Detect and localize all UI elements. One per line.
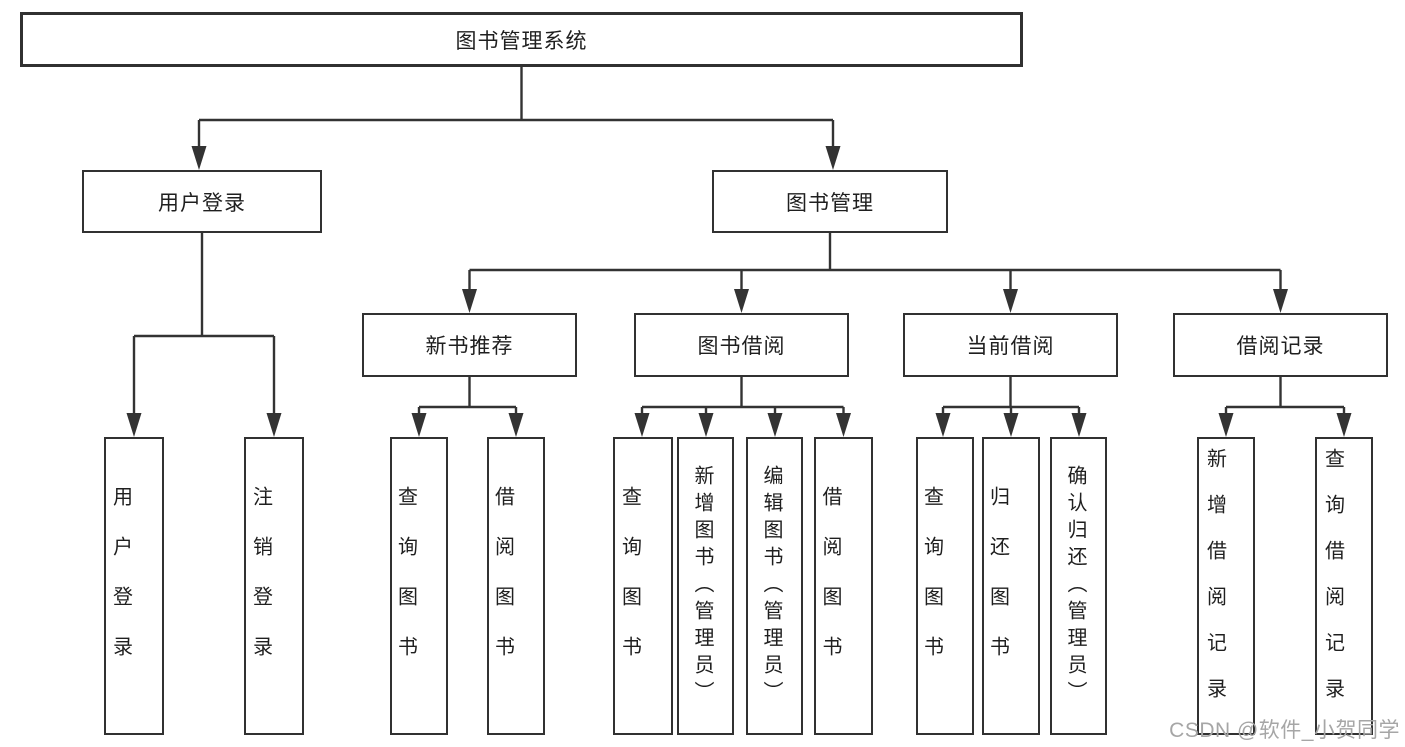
node-current-borrowing: 当前借阅 xyxy=(903,313,1118,377)
arrow-down-icon xyxy=(825,146,841,170)
leaf-add-borrow-record: 新增借阅记录 xyxy=(1197,437,1255,735)
arrow-down-icon xyxy=(462,289,477,313)
arrow-down-icon xyxy=(266,413,282,437)
leaf-logout: 注销登录 xyxy=(244,437,304,735)
arrow-down-icon xyxy=(411,413,427,437)
leaf-add-books-admin: 新增图书（管理员） xyxy=(677,437,734,735)
arrow-down-icon xyxy=(1071,413,1087,437)
arrow-down-icon xyxy=(1003,289,1018,313)
node-book-management: 图书管理 xyxy=(712,170,948,233)
arrow-down-icon xyxy=(1273,289,1288,313)
arrow-down-icon xyxy=(191,146,207,170)
connector-path xyxy=(468,233,1282,295)
leaf-query-books-current: 查询图书 xyxy=(916,437,974,735)
node-book-borrowing: 图书借阅 xyxy=(634,313,849,377)
arrow-down-icon xyxy=(1218,413,1234,437)
node-new-book-recommendation: 新书推荐 xyxy=(362,313,577,377)
connector-path xyxy=(1224,377,1346,419)
leaf-borrow-books-recommend: 借阅图书 xyxy=(487,437,545,735)
arrow-down-icon xyxy=(767,413,783,437)
connector-path xyxy=(640,377,845,419)
node-user-login: 用户登录 xyxy=(82,170,322,233)
leaf-return-books: 归还图书 xyxy=(982,437,1040,735)
arrow-down-icon xyxy=(698,413,714,437)
arrow-down-icon xyxy=(734,289,749,313)
leaf-edit-books-admin: 编辑图书（管理员） xyxy=(746,437,803,735)
connector-path xyxy=(417,377,518,419)
node-library-management-system: 图书管理系统 xyxy=(20,12,1023,67)
arrow-down-icon xyxy=(1003,413,1019,437)
connector-path xyxy=(197,67,835,152)
node-borrowing-records: 借阅记录 xyxy=(1173,313,1388,377)
leaf-query-borrow-record: 查询借阅记录 xyxy=(1315,437,1373,735)
csdn-watermark: CSDN @软件_小贺同学 xyxy=(1169,719,1400,742)
connector-path xyxy=(941,377,1081,419)
leaf-query-books-recommend: 查询图书 xyxy=(390,437,448,735)
connector-path xyxy=(132,233,276,419)
leaf-borrow-books: 借阅图书 xyxy=(814,437,873,735)
arrow-down-icon xyxy=(935,413,951,437)
arrow-down-icon xyxy=(126,413,142,437)
arrow-down-icon xyxy=(836,413,851,437)
arrow-down-icon xyxy=(508,413,524,437)
arrow-down-icon xyxy=(1336,413,1352,437)
leaf-query-books-borrow: 查询图书 xyxy=(613,437,673,735)
arrow-down-icon xyxy=(634,413,650,437)
leaf-confirm-return-admin: 确认归还（管理员） xyxy=(1050,437,1107,735)
leaf-user-login: 用户登录 xyxy=(104,437,164,735)
